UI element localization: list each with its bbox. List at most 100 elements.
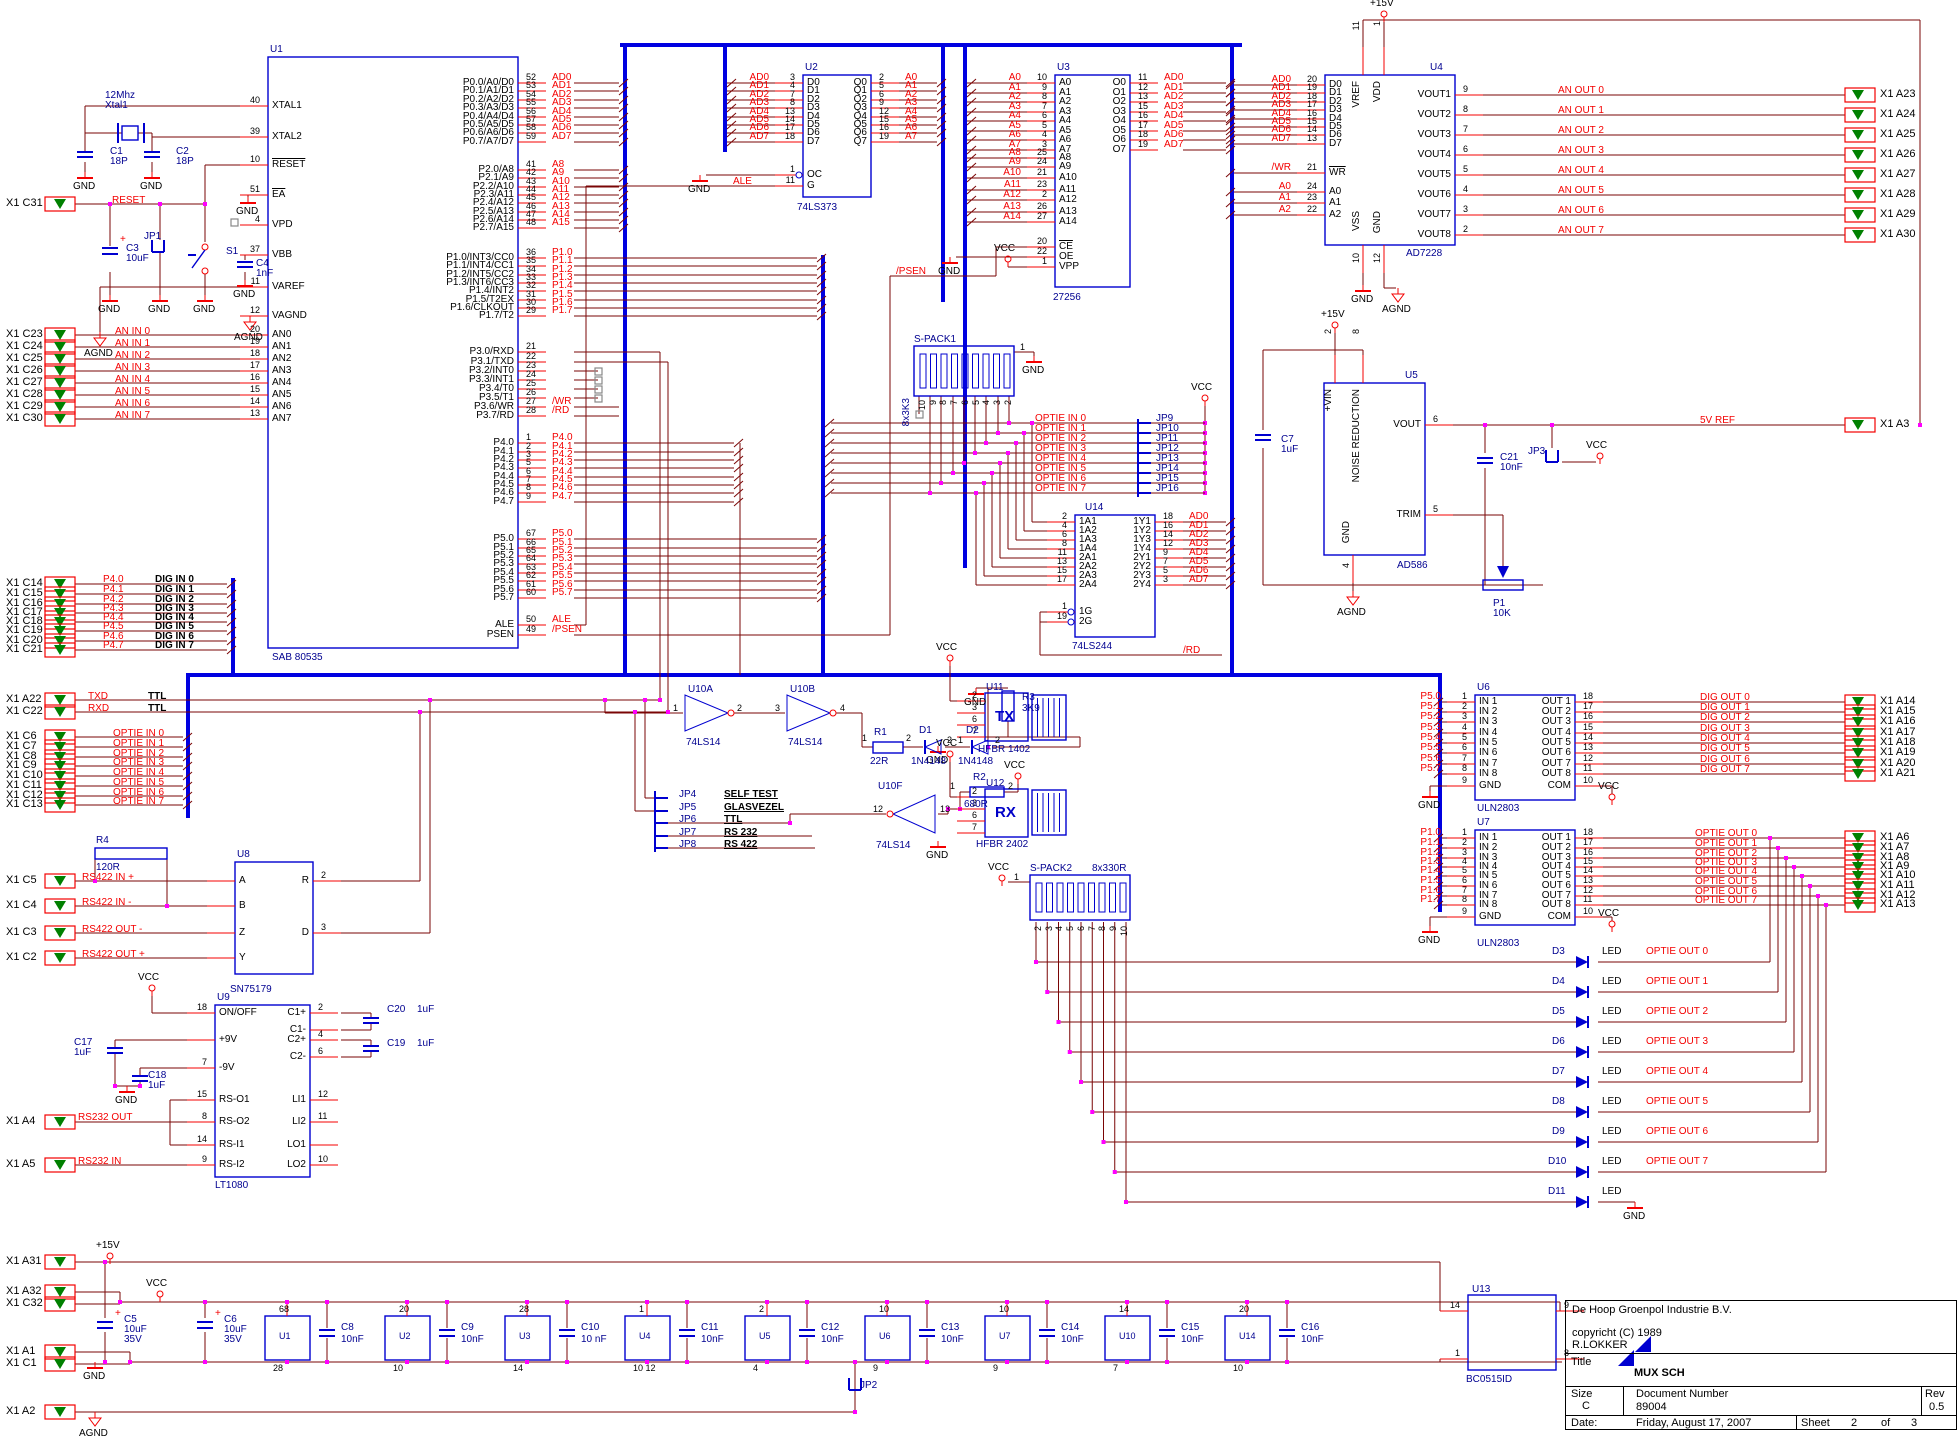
pin-name: Q2 [853, 94, 867, 105]
pin-number: 1 [1461, 691, 1467, 701]
connector-x1-c3: X1 C3 [6, 926, 37, 938]
label: 2 [995, 735, 1001, 745]
pin-name: P1.7/T2 [478, 310, 514, 321]
pin-number: 60 [526, 587, 537, 597]
pin-name: AN7 [272, 413, 292, 424]
label: OPTIE IN 6 [1035, 473, 1087, 484]
net-label: A9 [552, 167, 565, 178]
pin-number: 16 [1138, 110, 1149, 120]
pin-name: +9V [219, 1034, 238, 1045]
net-label: P1.7 [1420, 894, 1441, 905]
label: JP6 [679, 814, 697, 825]
net-label: P1.6 [552, 297, 573, 308]
pin-name: D5 [807, 119, 820, 130]
pin-name: ON/OFF [219, 1007, 257, 1018]
connector-x1-a31: X1 A31 [6, 1255, 42, 1267]
pin-number: 42 [526, 167, 537, 177]
pin-name: A6 [1059, 134, 1072, 145]
pin-number: 45 [526, 192, 537, 202]
net-label: AD5 [552, 114, 572, 125]
pin-number: 15 [1056, 565, 1067, 575]
label: 13 [940, 804, 951, 814]
connector-x1-a2: X1 A2 [6, 1405, 36, 1417]
pin-number: 6 [1433, 414, 1439, 424]
pin-number: 22 [1306, 204, 1317, 214]
pin-name: VPD [272, 219, 293, 230]
pin-name: OUT 8 [1541, 768, 1571, 779]
cap-ref: C15 [1181, 1322, 1200, 1333]
date-label: Date: [1571, 1417, 1598, 1429]
pin-name: Q6 [853, 127, 867, 138]
connector-x1-c10: X1 C10 [6, 769, 43, 781]
pin-number: 9 [201, 1154, 207, 1164]
pin-number: 32 [526, 280, 537, 290]
pin-name: AN3 [272, 365, 292, 376]
pin-number: 1 [789, 164, 795, 174]
pin-name: Q1 [853, 85, 867, 96]
label: JP7 [679, 827, 697, 838]
ic-part: LT1080 [215, 1180, 249, 1191]
pin-name: P2.1/A9 [478, 172, 514, 183]
cap-value: 10nF [341, 1334, 364, 1345]
label: R2 [973, 772, 986, 783]
label: LED [1602, 1186, 1622, 1197]
pin-name: A11 [1059, 184, 1077, 195]
pin-number: 6 [879, 89, 885, 99]
pin-number: 14 [513, 1363, 524, 1373]
pin-name: D2 [807, 94, 820, 105]
pin-name: Q7 [853, 136, 867, 147]
net-label: AD3 [1189, 538, 1209, 549]
label: OPTIE OUT 5 [1695, 876, 1758, 887]
pin-name: 2A3 [1079, 570, 1097, 581]
connector-x1-a16: X1 A16 [1880, 715, 1916, 727]
label: C4 [256, 258, 269, 269]
connector-x1-c20: X1 C20 [6, 634, 43, 646]
pin-number: 8 [1351, 329, 1361, 335]
label: 1uF [148, 1080, 166, 1091]
pin-name: D2 [1329, 96, 1342, 107]
net-label: A13 [1003, 201, 1021, 212]
net-label: AD6 [1271, 124, 1291, 135]
pin-number: 9 [1163, 547, 1169, 557]
label: GLASVEZEL [724, 802, 785, 813]
label: 2 [737, 703, 743, 713]
label: OPTIE IN 2 [113, 748, 165, 759]
net-label: P5.5 [1420, 742, 1441, 753]
label: 680R [964, 799, 988, 810]
pin-number: 11 [1583, 894, 1593, 904]
gnd-label: GND [98, 304, 121, 315]
label: /PSEN [896, 266, 927, 277]
label: 1uF [417, 1038, 435, 1049]
label: 2 [906, 733, 912, 743]
label: JP15 [1156, 473, 1179, 484]
label: JP4 [679, 789, 697, 800]
gnd-label: GND [688, 184, 711, 195]
connector-x1-a11: X1 A11 [1880, 879, 1915, 891]
label: U10B [790, 684, 816, 695]
net-label: P4.6 [552, 482, 573, 493]
pin-number: 6 [1041, 110, 1047, 120]
pin-number: 3 [526, 449, 532, 459]
power-label-vcc: VCC [1586, 440, 1608, 451]
pin-name: P2.7/A15 [472, 222, 514, 233]
pin-name: P1.0/INT3/CC0 [446, 252, 514, 263]
pin-name: IN 5 [1479, 737, 1498, 748]
pin-number: 24 [1306, 181, 1317, 191]
pin-name: D6 [1329, 129, 1342, 140]
author: R.LOKKER [1572, 1339, 1628, 1351]
pin-number: 22 [1036, 246, 1047, 256]
pin-number: 5 [1163, 565, 1169, 575]
label: RS232 IN [78, 1156, 122, 1167]
pin-name: D1 [1329, 87, 1342, 98]
pin-number: 25 [1036, 147, 1047, 157]
label: AN OUT 1 [1558, 105, 1604, 116]
pack-pin: 7 [949, 400, 960, 406]
label: OPTIE IN 0 [1035, 413, 1087, 424]
label: JP9 [1156, 413, 1174, 424]
pin-number: 4 [1041, 129, 1047, 139]
pin-number: 15 [196, 1089, 207, 1099]
pin-number: 3 [1463, 204, 1469, 214]
pin-number: 26 [526, 387, 537, 397]
label: D10 [1548, 1156, 1567, 1167]
label: AN OUT 0 [1558, 85, 1604, 96]
